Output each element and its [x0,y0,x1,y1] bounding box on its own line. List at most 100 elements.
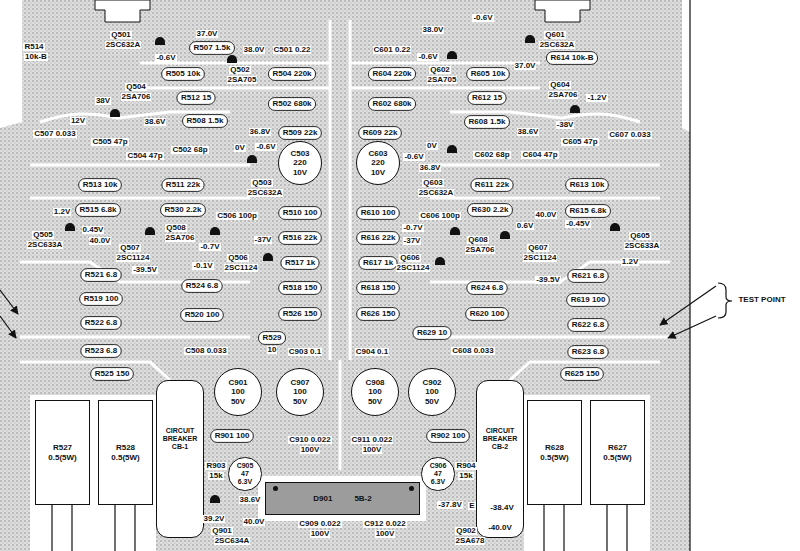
power-resistor: R5280.5(5W) [98,400,153,505]
resistor-outline [368,98,415,111]
electrolytic-capacitor: C90710050V [276,368,324,416]
resistor-outline [76,204,121,217]
part-label: 40.0V [89,237,112,246]
part-label: R525 150 [94,370,131,379]
part-label: 2SC1124 [224,264,259,273]
part-label: -0.7V [199,243,220,252]
transistor-body [145,227,155,235]
transistor-body [450,227,460,235]
part-label: -38.4V [489,504,515,513]
part-label: -0.6V [155,54,176,63]
transistor-body [435,257,445,265]
resistor-outline [566,205,611,218]
resistor-outline [357,282,400,295]
part-label: C904 0.1 [355,348,389,357]
part-label: R526 150 [282,310,319,319]
part-label: Q505 [32,231,54,240]
part-label: 36.8V [419,164,442,173]
transistor-body [227,55,237,63]
copper-area [0,0,690,551]
part-label: R514 [23,43,44,52]
part-label: 2SC633A [624,242,661,251]
part-label: R620 100 [469,310,506,319]
part-label: 37.0V [514,62,537,71]
part-label: C504 47p [126,152,163,161]
part-label: 2SC1124 [116,254,151,263]
part-label: 100V [300,446,321,455]
part-label: R507 1.5k [193,44,232,53]
part-label: R510 100 [282,209,319,218]
resistor-outline [427,430,470,443]
component-text: C906 [430,462,447,470]
part-label: 2SC634A [214,537,251,546]
part-label: R609 22k [362,129,399,138]
test-point-arrows [0,283,732,338]
transistor-body [263,253,273,261]
component-text: 50V [368,397,382,406]
part-label: 10 [267,346,278,355]
component-text: C901 [228,378,247,387]
resistor-outline [79,179,122,192]
component-text: C603 [368,149,387,158]
part-label: Q607 [527,244,549,253]
component-text: 0.5(5W) [111,453,139,462]
component-text: 5B-2 [354,494,371,503]
part-label: Q902 [455,527,477,536]
transistor-body [247,155,257,163]
part-label: R902 100 [430,432,467,441]
part-label: 2SA706 [121,93,152,102]
resistor-outline [568,346,608,359]
part-label: Q508 [165,224,187,233]
resistor-outline [466,308,509,321]
part-label: R522 6.8 [84,319,118,328]
component-text: C902 [422,378,441,387]
part-label: -39.5V [535,276,561,285]
resistor-outline [177,92,215,105]
part-label: Q604 [549,81,571,90]
part-label: R523 6.8 [84,347,118,356]
part-label: C502 68p [171,146,208,155]
part-label: C605 47p [561,138,598,147]
resistor-outline [279,207,322,220]
part-label: R629 10 [416,329,448,338]
part-label: R516 22k [282,234,319,243]
part-label: 1.2V [53,208,71,217]
part-label: R508 1.5k [186,117,225,126]
resistor-outline [268,98,315,111]
component-text: 220 [371,158,384,167]
part-label: Q603 [422,179,444,188]
part-label: 2SA678 [455,537,486,546]
part-label: 36.8V [249,128,272,137]
component-text: 6.3V [238,478,252,486]
part-label: R505 10k [165,70,202,79]
electrolytic-capacitor: C90210050V [408,368,456,416]
part-label: -0.6V [472,14,493,23]
part-label: C912 0.022 [363,520,406,529]
part-label: Q601 [544,31,566,40]
component-text: 0.5(5W) [48,453,76,462]
resistor-outline [357,232,400,245]
transistor-body [525,35,535,43]
component-text: CB-2 [490,443,510,451]
part-label: 0V [426,142,438,151]
resistor-outline [161,204,206,217]
part-label: -39.5V [132,266,158,275]
part-label: R619 100 [570,296,607,305]
resistor-outline [181,309,224,322]
part-label: 15k [208,472,223,481]
part-label: R611 22k [474,181,510,190]
power-resistor: R6270.5(5W) [590,400,645,505]
resistor-outline [357,308,400,321]
component-text: 50V [231,397,245,406]
resistor-outline [567,294,610,307]
resistor-outline [279,282,322,295]
part-label: R615 6.8k [569,207,608,216]
component-text: C907 [290,378,309,387]
part-label: -1.2V [586,94,607,103]
part-label: 37.0V [196,30,219,39]
transistor-body [447,51,457,59]
part-label: 2SC1124 [396,264,431,273]
part-label: -0.6V [255,143,276,152]
part-label: R513 10k [82,181,119,190]
